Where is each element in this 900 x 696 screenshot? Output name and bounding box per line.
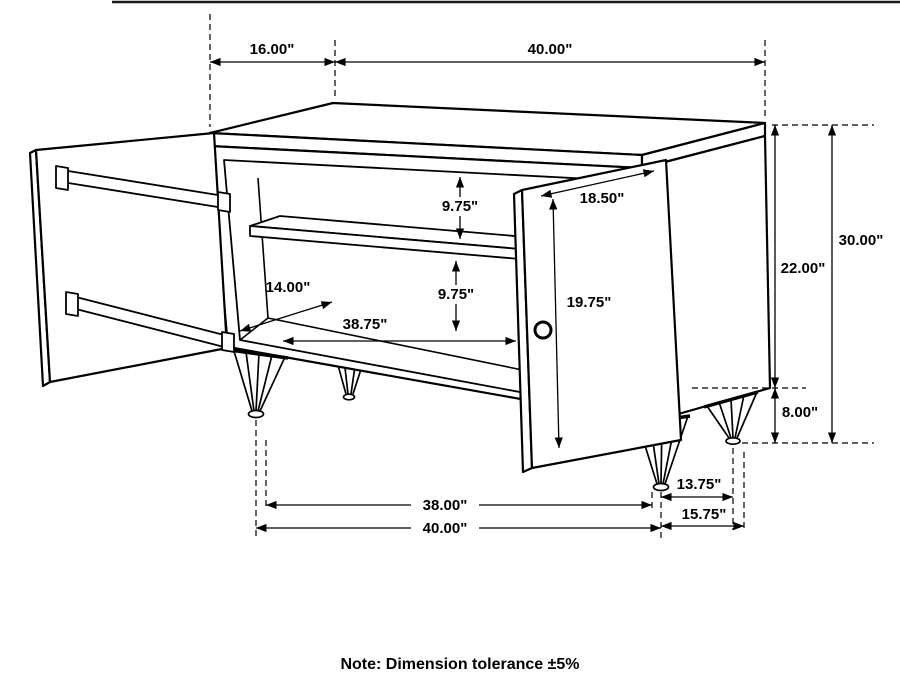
- note-text: Note: Dimension tolerance ±5%: [340, 656, 579, 673]
- dim-door-width-line: [540, 169, 655, 198]
- handle-mount: [217, 191, 231, 213]
- left-door-open: [28, 131, 235, 388]
- hairpin-leg-front-left: [229, 348, 289, 419]
- bottom-extension-lines: [255, 420, 745, 538]
- cabinet-carcass: [208, 101, 772, 424]
- dim-label-upper-shelf-gap: 9.75": [442, 198, 478, 215]
- dim-label-side-leg-span: 13.75": [677, 476, 722, 493]
- dim-door-height-line: [549, 198, 563, 449]
- leg-foot: [247, 409, 265, 419]
- dim-label-bottom-depth: 15.75": [682, 506, 727, 523]
- dim-label-front-leg-span: 38.00": [423, 497, 468, 514]
- dim-label-body-height: 22.00": [781, 260, 826, 277]
- dimension-annotations: 16.00" 40.00" 22.00" 8.00" 30.00" 9.75" …: [209, 14, 888, 538]
- handle-mount: [221, 331, 235, 353]
- handle-mount: [65, 291, 79, 317]
- dim-label-interior-depth: 14.00": [266, 279, 311, 296]
- leg-foot: [342, 393, 356, 401]
- right-extension-lines: [692, 124, 874, 444]
- dim-label-leg-height: 8.00": [782, 404, 818, 421]
- hairpin-leg-back-right: [703, 390, 759, 446]
- dim-label-door-width: 18.50": [580, 190, 625, 207]
- dim-label-overall-height: 30.00": [839, 232, 884, 249]
- leg-foot: [725, 436, 741, 446]
- handle-mount: [55, 165, 69, 191]
- dim-label-top-depth: 16.00": [250, 41, 295, 58]
- dim-label-top-width: 40.00": [528, 41, 573, 58]
- top-extension-lines: [209, 14, 766, 127]
- dim-label-interior-width: 38.75": [343, 316, 388, 333]
- leg-foot: [652, 482, 670, 492]
- door-knob: [533, 320, 553, 340]
- dim-interior-depth-line: [239, 301, 333, 332]
- dim-label-door-height: 19.75": [567, 294, 612, 311]
- dim-label-lower-shelf-gap: 9.75": [438, 286, 474, 303]
- dim-label-bottom-width: 40.00": [423, 520, 468, 537]
